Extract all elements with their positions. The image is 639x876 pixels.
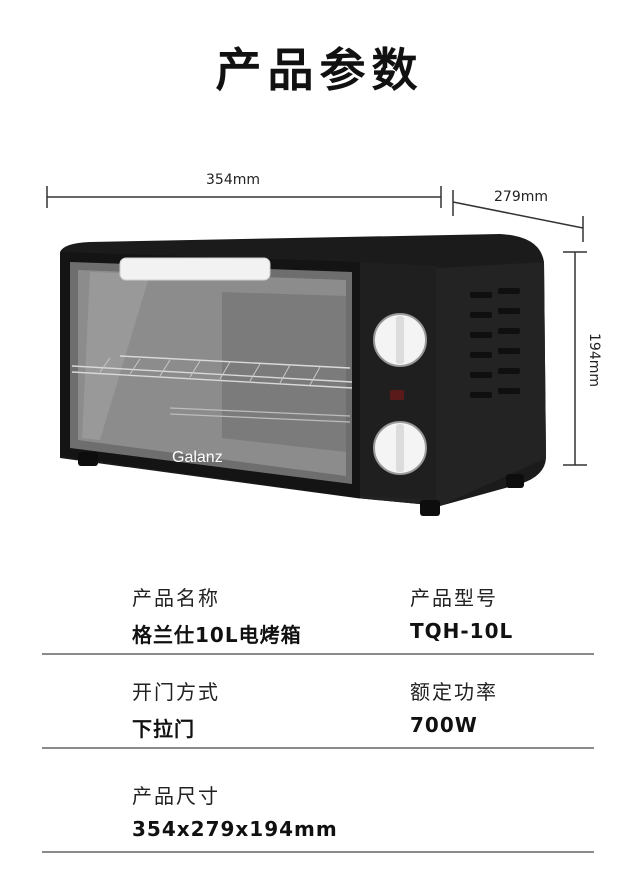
product-illustration: Galanz <box>46 186 587 516</box>
spec-label: 额定功率 <box>410 680 498 704</box>
height-dimension-line <box>563 251 587 466</box>
spec-value: TQH-10L <box>410 619 514 643</box>
width-dimension-label: 354mm <box>206 172 260 188</box>
timer-knob <box>373 421 427 475</box>
spec-value: 700W <box>410 713 478 737</box>
indicator-light <box>390 390 404 400</box>
spec-label: 开门方式 <box>132 680 220 704</box>
spec-value: 下拉门 <box>132 717 195 741</box>
spec-value: 格兰仕10L电烤箱 <box>132 623 302 647</box>
divider <box>42 653 594 655</box>
spec-size: 产品尺寸 354x279x194mm <box>132 780 338 841</box>
oven: Galanz <box>60 234 546 516</box>
spec-product-name: 产品名称 格兰仕10L电烤箱 <box>132 582 302 648</box>
divider <box>42 851 594 853</box>
depth-dimension-label: 279mm <box>494 189 548 205</box>
spec-label: 产品尺寸 <box>132 784 220 808</box>
spec-model: 产品型号 TQH-10L <box>410 582 513 643</box>
brand-logo: Galanz <box>172 449 223 466</box>
spec-power: 额定功率 700W <box>410 676 498 737</box>
divider <box>42 747 594 749</box>
spec-door-type: 开门方式 下拉门 <box>132 676 220 742</box>
width-dimension-line <box>46 186 442 208</box>
temperature-knob <box>373 313 427 367</box>
spec-label: 产品型号 <box>410 586 498 610</box>
spec-label: 产品名称 <box>132 586 220 610</box>
depth-dimension-line <box>452 190 584 242</box>
page-title: 产品参数 <box>215 43 424 97</box>
spec-value: 354x279x194mm <box>132 817 338 841</box>
